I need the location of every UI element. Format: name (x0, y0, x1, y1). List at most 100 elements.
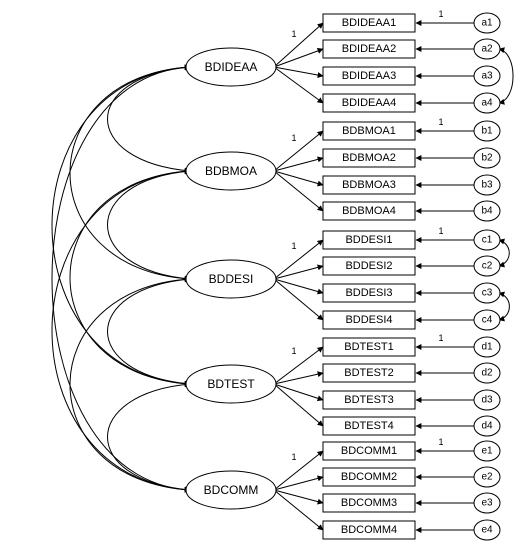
indicator-box (322, 148, 416, 168)
indicator-bddesi2: BDDESI2 (322, 256, 416, 276)
loading-path-bdtest2 (273, 371, 324, 385)
indicator-box (322, 13, 416, 33)
indicator-box (322, 175, 416, 195)
loading-path-bdtest4 (273, 383, 324, 427)
loading-path-bdcomm1 (273, 450, 324, 491)
error-term-b1: b1 (473, 120, 501, 142)
loading-path-bddesi2 (273, 264, 324, 280)
latent-ellipse (185, 47, 277, 87)
indicator-label: BDBMOA3 (342, 179, 396, 191)
error-ellipse (473, 415, 501, 437)
error-ellipse (473, 92, 501, 114)
error-label: a1 (481, 18, 493, 29)
error-ellipse (473, 440, 501, 462)
indicator-bdideaa2: BDIDEAA2 (322, 39, 416, 59)
indicator-box (322, 337, 416, 357)
error-label: c1 (482, 235, 493, 246)
covariance-bddesi-bdcomm (69, 276, 191, 493)
latent-bdcomm: BDCOMM (185, 470, 277, 510)
error-label: a4 (481, 98, 493, 109)
error-term-a3: a3 (473, 65, 501, 87)
loading-fixed-label: 1 (291, 241, 296, 251)
error-label: d2 (481, 368, 493, 379)
loading-path-bdideaa4 (273, 66, 324, 104)
loading-path-bdtest3 (273, 383, 324, 402)
indicator-box (322, 93, 416, 113)
error-term-e2: e2 (473, 466, 501, 488)
error-label: d4 (481, 421, 493, 432)
loading-fixed-label: 1 (291, 29, 296, 39)
loading-path-bdtest1 (273, 346, 324, 385)
indicator-box (322, 390, 416, 410)
indicator-label: BDBMOA4 (342, 205, 396, 217)
loading-fixed-label: 1 (291, 133, 296, 143)
indicator-box (322, 363, 416, 383)
error-term-b2: b2 (473, 147, 501, 169)
indicator-box (322, 201, 416, 221)
indicator-bdideaa1: BDIDEAA1 (322, 13, 416, 33)
loading-path-bdbmoa3 (273, 170, 324, 187)
indicator-label: BDDESI1 (345, 234, 392, 246)
error-covariance-c1-c2 (498, 238, 510, 268)
loading-fixed-label: 1 (291, 346, 296, 356)
indicator-bddesi3: BDDESI3 (322, 283, 416, 303)
loading-path-bddesi1 (273, 239, 324, 280)
covariance-bdideaa-bddesi (69, 64, 191, 282)
error-term-b3: b3 (473, 174, 501, 196)
latent-covariance-layer (51, 64, 191, 493)
error-term-a2: a2 (473, 38, 501, 60)
error-label: d3 (481, 395, 493, 406)
indicator-bdtest4: BDTEST4 (322, 416, 416, 436)
error-term-a1: a1 (473, 12, 501, 34)
error-term-e3: e3 (473, 492, 501, 514)
error-ellipse (473, 336, 501, 358)
loading-fixed-label: 1 (291, 452, 296, 462)
covariance-bdideaa-bdbmoa (107, 64, 191, 174)
latent-ellipse (185, 470, 277, 510)
indicator-label: BDTEST1 (344, 341, 394, 353)
indicator-box (322, 493, 416, 513)
error-ellipse (473, 466, 501, 488)
indicator-bdideaa3: BDIDEAA3 (322, 66, 416, 86)
indicator-label: BDIDEAA3 (342, 70, 396, 82)
error-covariance-c3-c4 (498, 291, 510, 322)
error-ellipse (473, 309, 501, 331)
error-term-d4: d4 (473, 415, 501, 437)
indicator-label: BDCOMM2 (341, 471, 397, 483)
error-loading-label: 1 (438, 9, 443, 19)
error-label: e3 (481, 498, 493, 509)
error-label: c2 (482, 261, 493, 272)
error-label: e2 (481, 472, 493, 483)
latent-label: BDTEST (207, 377, 255, 391)
loading-path-bdbmoa2 (273, 156, 324, 172)
error-term-d1: d1 (473, 336, 501, 358)
indicator-label: BDDESI4 (345, 314, 392, 326)
error-label: c3 (482, 288, 493, 299)
loading-path-bddesi4 (273, 278, 324, 321)
indicator-box (322, 283, 416, 303)
error-label: e4 (481, 525, 493, 536)
indicator-box (322, 467, 416, 487)
error-loading-label: 1 (438, 333, 443, 343)
error-label: d1 (481, 342, 493, 353)
error-ellipse (473, 65, 501, 87)
indicator-label: BDBMOA2 (342, 152, 396, 164)
indicator-bdcomm4: BDCOMM4 (322, 520, 416, 540)
error-covariance-a2-a4 (498, 47, 514, 105)
loading-path-bdideaa3 (273, 66, 324, 78)
loading-path-bdcomm4 (273, 489, 324, 531)
latent-label: BDCOMM (204, 483, 259, 497)
error-ellipse (473, 519, 501, 541)
covariance-bdbmoa-bdtest (69, 168, 191, 387)
indicator-label: BDIDEAA1 (342, 17, 396, 29)
indicator-label: BDDESI3 (345, 287, 392, 299)
indicator-label: BDTEST4 (344, 420, 394, 432)
error-loading-label: 1 (438, 117, 443, 127)
error-label: e1 (481, 446, 493, 457)
indicator-label: BDIDEAA2 (342, 43, 396, 55)
error-label: a2 (481, 44, 493, 55)
error-ellipse (473, 120, 501, 142)
indicator-box (322, 256, 416, 276)
error-ellipse (473, 255, 501, 277)
